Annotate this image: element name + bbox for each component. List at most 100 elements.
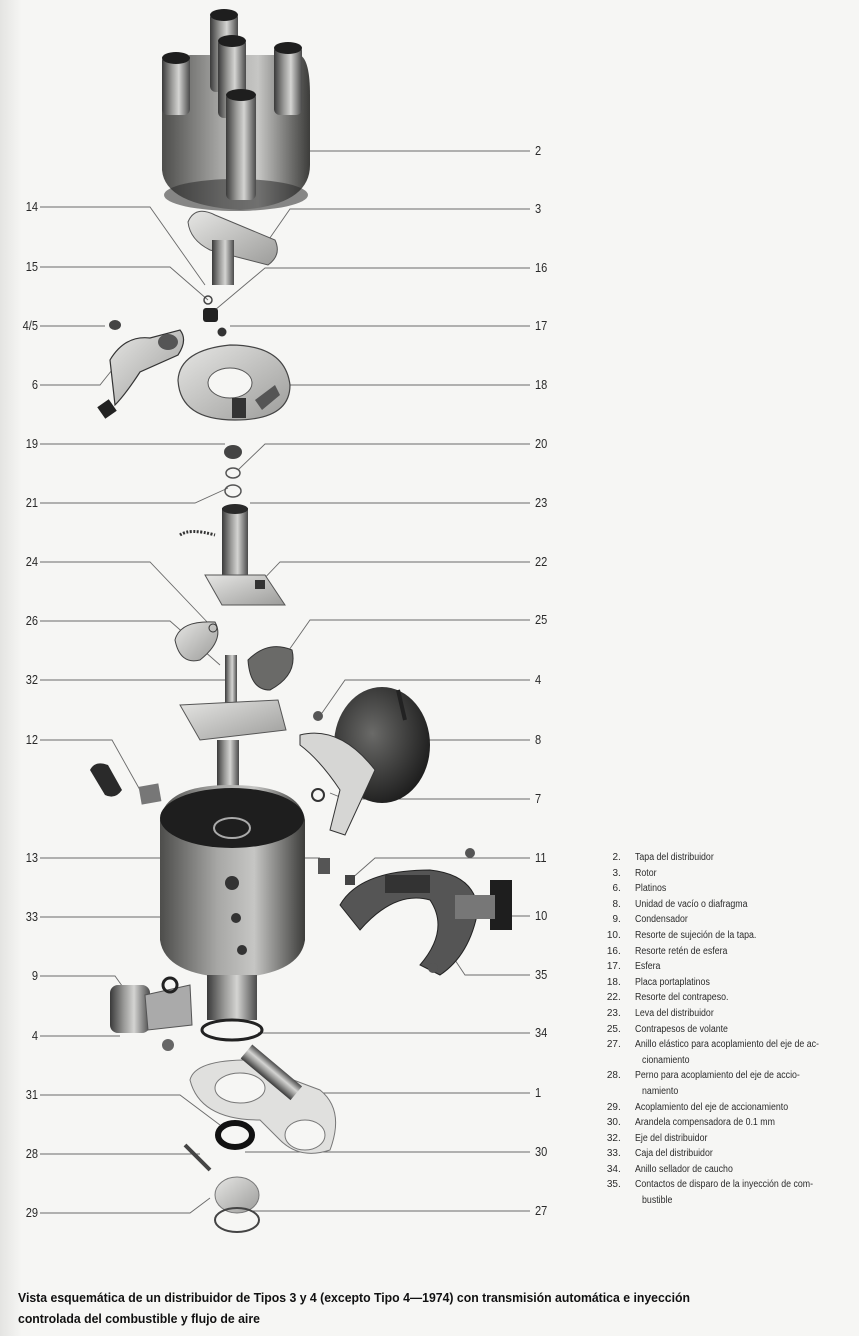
legend-text: Caja del distribuidor <box>635 1148 713 1160</box>
condenser-part <box>110 976 193 1051</box>
callout-label: 32 <box>25 672 38 687</box>
legend-item: 6.Platinos <box>596 881 852 897</box>
callout-label: 4 <box>535 672 542 687</box>
legend-number: 18 <box>606 976 618 988</box>
legend-item: 18.Placa portaplatinos <box>596 975 852 991</box>
legend-item: 22.Resorte del contrapeso. <box>596 990 852 1006</box>
caption-line: Vista esquemática de un distribuidor de … <box>18 1290 691 1305</box>
legend-text: Contrapesos de volante <box>635 1023 728 1035</box>
legend-item: 34.Anillo sellador de caucho <box>596 1162 852 1178</box>
legend-text: Resorte retén de esfera <box>635 945 728 957</box>
callout-label: 29 <box>25 1205 38 1220</box>
distributor-housing-part <box>160 785 305 1042</box>
legend-item: 30.Arandela compensadora de 0.1 mm <box>596 1115 852 1131</box>
legend-item: 25.Contrapesos de volante <box>596 1022 852 1038</box>
legend-number: 34 <box>606 1163 618 1175</box>
figure-caption: Vista esquemática de un distribuidor de … <box>18 1287 799 1329</box>
callout-label: 16 <box>535 260 548 275</box>
centrifugal-weights-part <box>174 621 294 691</box>
legend-item: 32.Eje del distribuidor <box>596 1131 852 1147</box>
callout-label: 4/5 <box>22 318 38 333</box>
screw-part <box>345 875 355 885</box>
legend-text: Perno para acoplamiento del eje de accio… <box>635 1070 800 1097</box>
legend-text: Platinos <box>635 883 667 895</box>
callout-label: 9 <box>31 968 38 983</box>
legend-item: 23.Leva del distribuidor <box>596 1006 852 1022</box>
callout-label: 12 <box>25 732 38 747</box>
contact-points-part <box>97 320 185 419</box>
callout-label: 31 <box>25 1087 38 1102</box>
legend-item: 33.Caja del distribuidor <box>596 1146 852 1162</box>
callout-label: 28 <box>25 1146 38 1161</box>
callout-label: 10 <box>535 908 548 923</box>
ball-retainer-spring-part <box>203 308 218 322</box>
legend-number: 6 <box>612 883 618 895</box>
callout-label: 25 <box>535 612 548 627</box>
legend-text: Tapa del distribuidor <box>635 852 714 863</box>
legend-number: 22 <box>606 992 618 1004</box>
drive-coupling-parts <box>183 1044 337 1233</box>
legend-text: Esfera <box>635 961 661 973</box>
legend-number: 3 <box>612 867 618 879</box>
callout-label: 33 <box>25 909 38 924</box>
legend-item: 35.Contactos de disparo de la inyección … <box>596 1177 852 1208</box>
callout-label: 6 <box>31 377 38 392</box>
legend-item: 28.Perno para acoplamiento del eje de ac… <box>596 1068 852 1099</box>
legend-number: 23 <box>606 1007 618 1019</box>
distributor-cap-part <box>162 9 310 211</box>
legend-text: Condensador <box>635 914 688 926</box>
callout-label: 13 <box>25 850 38 865</box>
legend-text: Eje del distribuidor <box>635 1132 708 1144</box>
callout-label: 8 <box>535 732 542 747</box>
callout-label: 15 <box>25 259 38 274</box>
legend-text: Arandela compensadora de 0.1 mm <box>635 1117 775 1129</box>
legend-number: 2 <box>612 852 618 863</box>
callout-label: 26 <box>25 613 38 628</box>
legend-item: 16.Resorte retén de esfera <box>596 944 852 960</box>
legend-number: 9 <box>612 914 618 926</box>
ball-part <box>217 327 227 337</box>
legend-number: 16 <box>606 945 618 957</box>
legend-text: Acoplamiento del eje de accionamiento <box>635 1101 789 1113</box>
legend-item: 29.Acoplamiento del eje de accionamiento <box>596 1100 852 1116</box>
legend-number: 32 <box>606 1132 618 1144</box>
legend-number: 35 <box>606 1179 618 1191</box>
page-gutter-shade <box>0 0 22 1336</box>
callout-label: 3 <box>535 201 542 216</box>
rotor-part <box>187 210 278 285</box>
legend-text: Anillo sellador de caucho <box>635 1163 733 1175</box>
felt-washer-part <box>224 445 242 459</box>
legend-number: 28 <box>606 1070 618 1082</box>
callout-label: 19 <box>25 436 38 451</box>
legend-number: 27 <box>606 1039 618 1051</box>
callout-label: 23 <box>535 495 548 510</box>
legend-text: Leva del distribuidor <box>635 1007 714 1019</box>
callout-label: 4 <box>31 1028 38 1043</box>
trigger-contacts-part <box>339 848 512 976</box>
legend-text: Placa portaplatinos <box>635 976 710 988</box>
parts-legend: 2.Tapa del distribuidor 3.Rotor 6.Platin… <box>596 850 852 1209</box>
callout-label: 30 <box>535 1144 548 1159</box>
legend-text: Anillo elástico para acoplamiento del ej… <box>635 1039 819 1066</box>
vacuum-unit-part <box>299 687 430 836</box>
callout-label: 24 <box>25 554 38 569</box>
caption-line: controlada del combustible y flujo de ai… <box>18 1311 260 1326</box>
callout-label: 22 <box>535 554 548 569</box>
legend-number: 10 <box>606 929 618 941</box>
callout-label: 14 <box>25 199 38 214</box>
legend-number: 8 <box>612 898 618 910</box>
legend-item: 3.Rotor <box>596 866 852 882</box>
legend-number: 30 <box>606 1117 618 1129</box>
small-clip-part <box>318 858 330 874</box>
callout-label: 11 <box>535 850 547 865</box>
callout-label: 7 <box>535 791 542 806</box>
legend-number: 33 <box>606 1148 618 1160</box>
distributor-cam-part <box>179 504 286 606</box>
legend-number: 25 <box>606 1023 618 1035</box>
legend-text: Resorte del contrapeso. <box>635 992 729 1004</box>
legend-number: 17 <box>606 961 618 973</box>
legend-item: 10.Resorte de sujeción de la tapa. <box>596 928 852 944</box>
callout-label: 20 <box>535 436 548 451</box>
circlip-part <box>225 467 241 479</box>
legend-item: 9.Condensador <box>596 912 852 928</box>
